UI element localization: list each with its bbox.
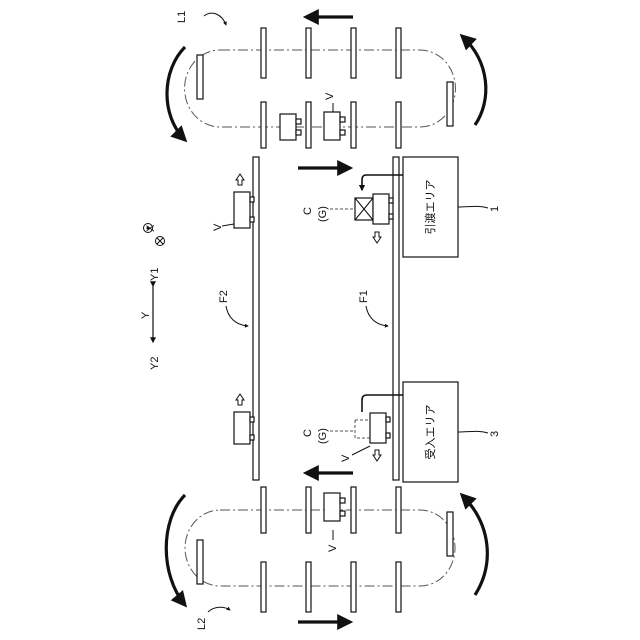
vehicle-f2-lower <box>234 394 254 444</box>
label-y: Y <box>140 311 152 319</box>
label-l1: L1 <box>176 11 188 23</box>
conveyor-rail-f2 <box>253 157 259 480</box>
receiving-area-label: 受入エリア <box>424 405 437 460</box>
delivery-area-label: 引渡エリア <box>423 180 437 235</box>
label-v-bottom: V <box>327 544 339 552</box>
label-g-upper: (G) <box>317 206 329 222</box>
loop-l1 <box>167 17 486 168</box>
label-y2: Y2 <box>149 357 161 370</box>
label-g-lower: (G) <box>317 428 329 444</box>
vehicle-f1-lower-with-cargo <box>355 395 410 461</box>
label-c-upper: C <box>302 207 314 215</box>
label-ref-3: 3 <box>489 431 501 437</box>
label-c-lower: C <box>302 429 314 437</box>
label-f2: F2 <box>218 290 230 303</box>
label-v-top: V <box>324 92 336 100</box>
label-x: X <box>145 224 157 232</box>
label-v-f1: V <box>340 454 352 462</box>
label-f1: F1 <box>358 290 370 303</box>
conveyor-rail-f1 <box>393 157 399 480</box>
label-y1: Y1 <box>149 268 161 281</box>
label-ref-1: 1 <box>489 206 501 212</box>
label-v-f2: V <box>212 223 224 231</box>
label-l2: L2 <box>196 618 208 630</box>
axis-indicator <box>144 224 165 343</box>
vehicle-f2-upper <box>234 174 254 228</box>
